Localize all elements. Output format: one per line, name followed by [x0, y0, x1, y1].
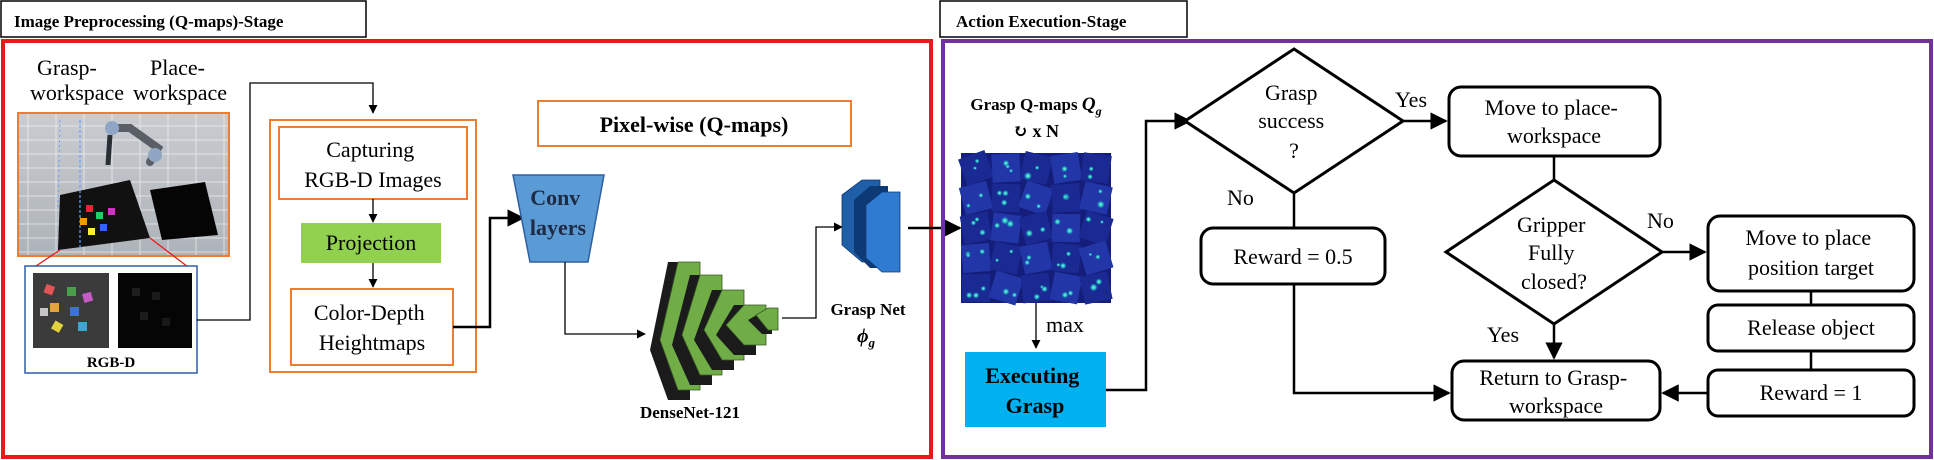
return-grasp-box: [1450, 359, 1662, 422]
gripper-closed-text: Gripper Fully closed?: [1517, 212, 1591, 294]
grasp-workspace-label: Grasp- workspace: [30, 55, 124, 105]
zoom-line-right: [149, 237, 193, 271]
rgb-image: [33, 273, 109, 348]
place-workspace-label: Place- workspace: [133, 55, 227, 105]
processing-group: [269, 119, 477, 373]
depth-image: [118, 273, 192, 348]
capturing-text: Capturing RGB-D Images: [304, 137, 441, 192]
rgbd-label: RGB-D: [87, 355, 136, 371]
reward-half-text: Reward = 0.5: [1233, 244, 1352, 269]
qmaps-grid-image: [958, 150, 1114, 306]
execute-to-decision-arrow: [1106, 112, 1192, 392]
densenet-label: DenseNet-121: [640, 403, 740, 422]
release-object-text: Release object: [1747, 315, 1875, 340]
grasp-net-symbol: ϕg: [857, 325, 876, 350]
left-stage-tab: [0, 0, 367, 38]
heightmaps-text: Color-Depth Heightmaps: [314, 300, 430, 355]
conv-layers-text: Conv layers: [530, 185, 587, 240]
left-stage-frame: [1, 39, 933, 459]
pixelwise-box: [537, 100, 852, 147]
yes-label-2: Yes: [1487, 322, 1519, 347]
max-label: max: [1046, 312, 1084, 337]
no-label-1: No: [1227, 185, 1254, 210]
return-grasp-text: Return to Grasp- workspace: [1479, 365, 1632, 418]
reward-one-text: Reward = 1: [1760, 380, 1863, 405]
executing-grasp-box: [965, 352, 1106, 427]
conv-to-densenet-arrow: [564, 262, 646, 339]
executing-grasp-text: Executing Grasp: [985, 363, 1085, 418]
reward-half-to-return-arrow: [1292, 284, 1451, 402]
move-place-target-text: Move to place position target: [1745, 225, 1876, 280]
qmaps-repeat: ↻ x N: [1013, 121, 1059, 141]
grasp-success-text: Grasp success ?: [1258, 80, 1329, 163]
right-stage-tab: [939, 0, 1188, 38]
preprocessing-stage: Image Preprocessing (Q-maps)-Stage Grasp…: [0, 0, 962, 459]
qmaps-title: Grasp Q-maps Qg: [970, 94, 1101, 118]
grasp-net-label: Grasp Net: [830, 300, 905, 319]
densenet-blocks: [650, 261, 779, 400]
pixelwise-text: Pixel-wise (Q-maps): [600, 112, 789, 137]
yes-label-1: Yes: [1395, 87, 1427, 112]
no-label-2: No: [1647, 208, 1674, 233]
densenet-to-graspnet-arrow: [782, 222, 843, 319]
conv-layers-shape: [512, 174, 605, 263]
execution-stage: Action Execution-Stage Grasp Q-maps Qg ↻…: [939, 0, 1933, 459]
move-place-workspace-text: Move to place- workspace: [1485, 95, 1624, 148]
simulation-scene-image: [17, 112, 230, 257]
right-stage-title: Action Execution-Stage: [956, 12, 1127, 31]
left-stage-title: Image Preprocessing (Q-maps)-Stage: [14, 12, 284, 31]
grasp-net-blocks: [841, 179, 901, 273]
heightmaps-box: [290, 288, 454, 366]
projection-box: [301, 223, 441, 263]
rgbd-to-capture-arrow: [197, 82, 378, 321]
heightmap-to-conv-arrow: [453, 209, 525, 329]
right-stage-frame: [941, 39, 1933, 459]
projection-text: Projection: [326, 230, 416, 255]
